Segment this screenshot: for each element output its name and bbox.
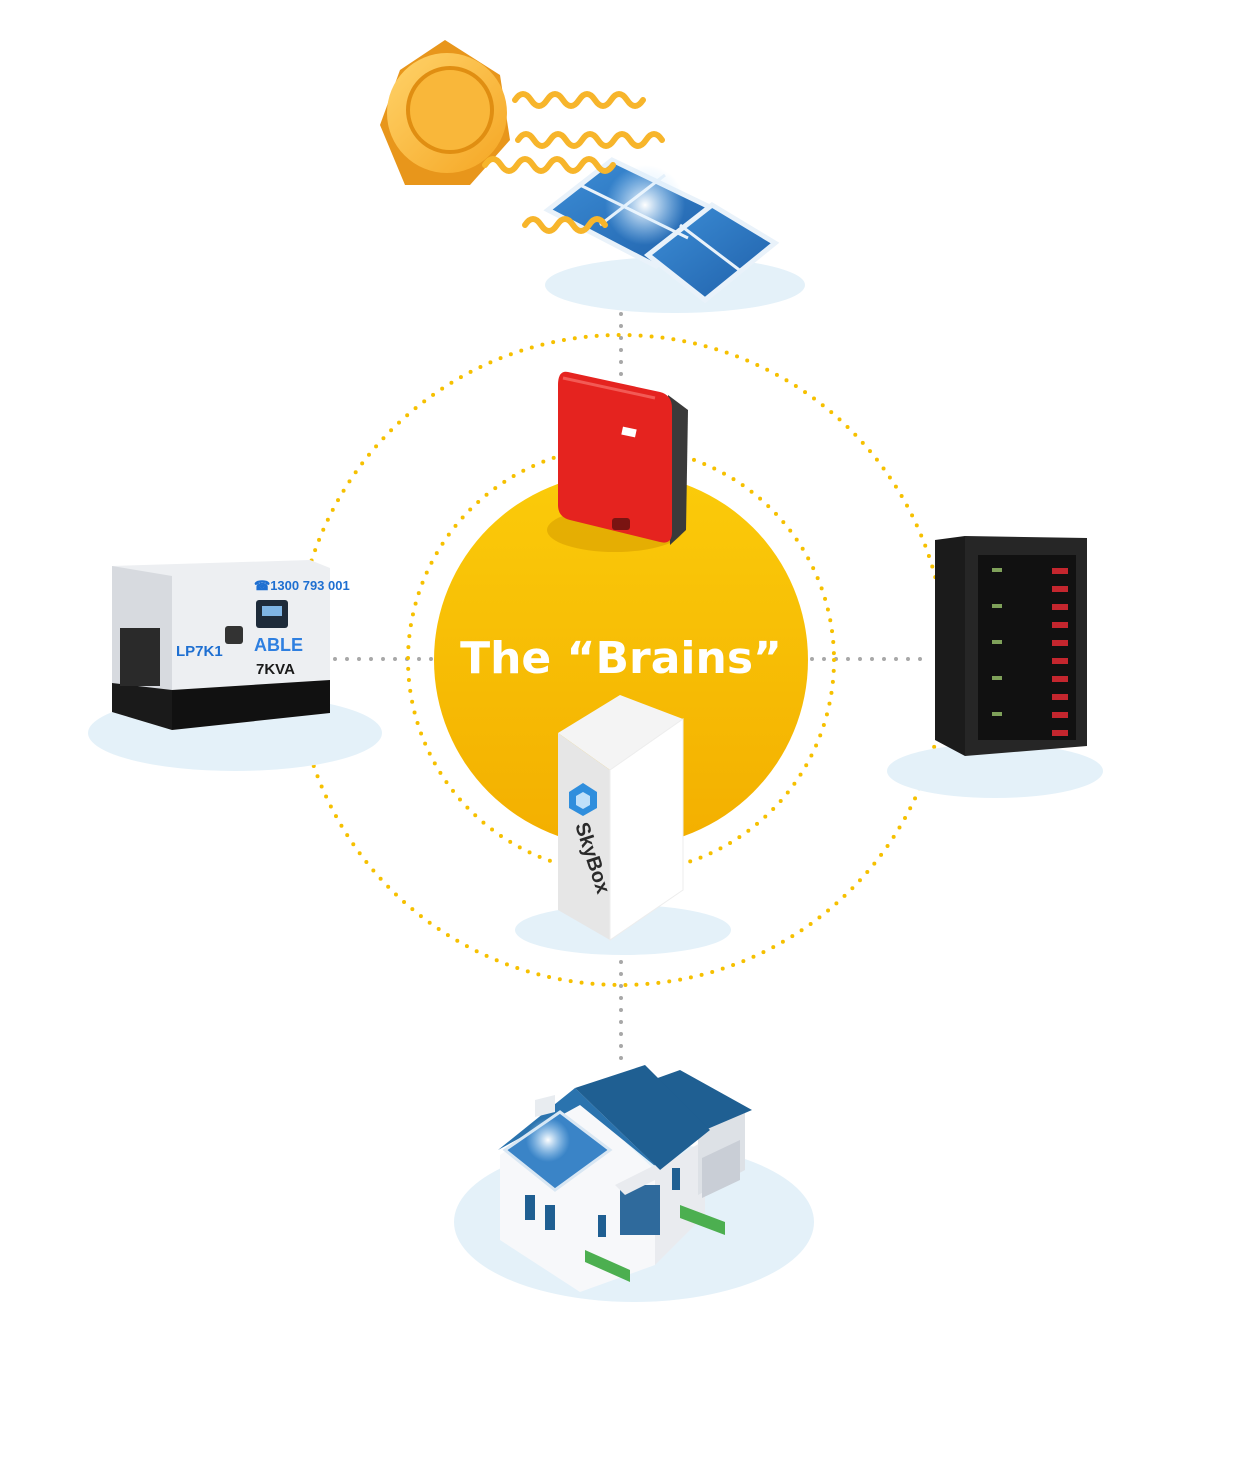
battery-rack-icon	[935, 536, 1087, 756]
generator-rating: 7KVA	[256, 661, 295, 678]
solar-panel-icon	[543, 157, 780, 304]
inverter-icon	[547, 371, 688, 552]
skybox-icon: SkyBox	[558, 695, 684, 941]
inner-ring	[406, 445, 836, 875]
battery-shadow	[887, 744, 1103, 798]
sun-rays-icon	[482, 91, 665, 234]
generator-icon: ☎1300 793 001 LP7K1 ABLE 7KVA	[112, 560, 350, 730]
center-title: The “Brains”	[460, 633, 782, 684]
battery-modules	[1052, 568, 1068, 736]
center-circle	[434, 473, 808, 847]
connectors	[333, 276, 930, 1072]
generator-phone: ☎1300 793 001	[254, 578, 350, 593]
generator-brand: ABLE	[254, 635, 303, 655]
sun-icon	[380, 40, 510, 185]
generator-model: LP7K1	[176, 643, 223, 660]
house-icon	[498, 1065, 752, 1292]
